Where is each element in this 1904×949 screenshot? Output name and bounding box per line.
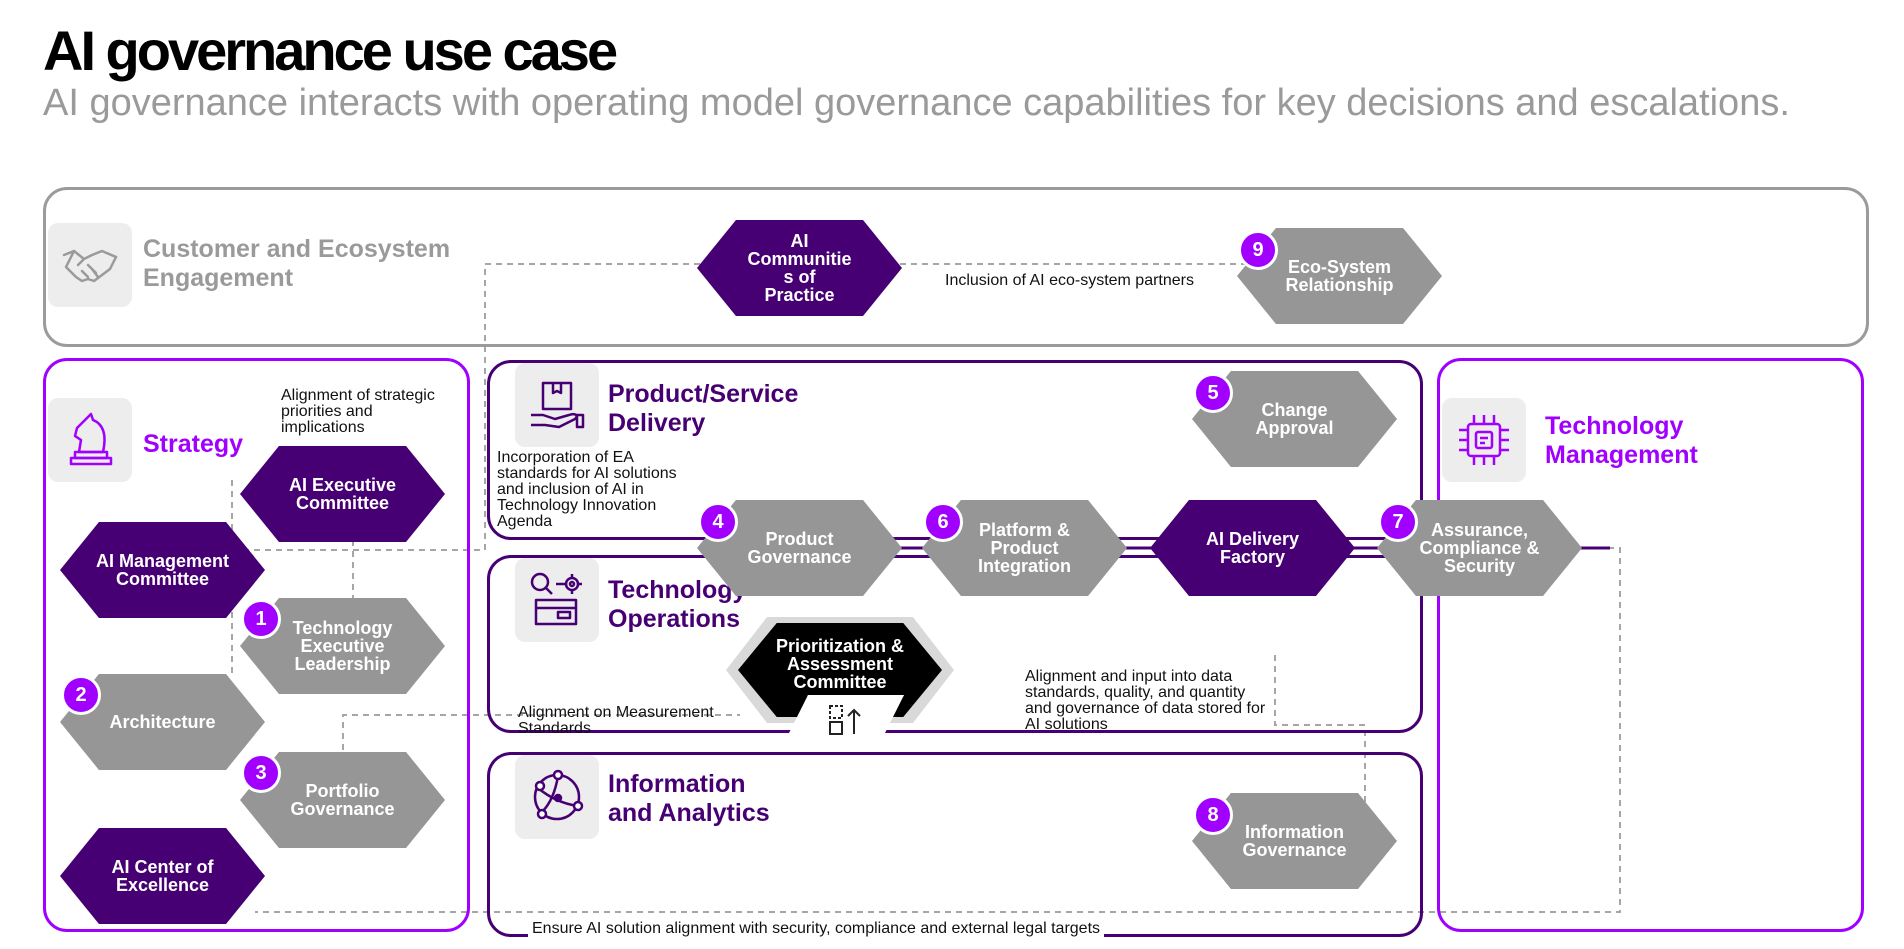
information-analytics-icon-tile bbox=[515, 755, 599, 839]
search-gear-icon bbox=[530, 572, 582, 626]
strategy-label: Strategy bbox=[143, 430, 244, 458]
technology-management-panel bbox=[1437, 358, 1864, 932]
chip-icon bbox=[1459, 415, 1509, 465]
technology-management-icon-tile bbox=[1442, 398, 1526, 482]
customer-engagement-label: Customer and Ecosystem Engagement bbox=[143, 235, 451, 292]
strategy-panel bbox=[43, 358, 470, 932]
badge-9: 9 bbox=[1238, 230, 1278, 270]
product-delivery-label: Product/Service Delivery bbox=[608, 380, 799, 437]
connector-portfolio-to-prioritization bbox=[342, 714, 740, 750]
annotation-eco-partners: Inclusion of AI eco-system partners bbox=[941, 273, 1198, 289]
badge-8: 8 bbox=[1193, 795, 1233, 835]
badge-2: 2 bbox=[61, 675, 101, 715]
network-sphere-icon bbox=[533, 769, 584, 821]
annotation-measurement: Alignment on Measurement Standards bbox=[518, 704, 714, 737]
box-in-hand-icon bbox=[531, 381, 585, 429]
badge-7: 7 bbox=[1378, 502, 1418, 542]
badge-4: 4 bbox=[698, 502, 738, 542]
page-title: AI governance use case bbox=[43, 19, 618, 82]
chess-knight-icon bbox=[69, 412, 113, 466]
technology-operations-label: Technology Operations bbox=[608, 576, 747, 633]
annotation-security-alignment: Ensure AI solution alignment with securi… bbox=[528, 921, 1105, 937]
badge-5: 5 bbox=[1193, 373, 1233, 413]
connector-communities-to-management bbox=[240, 263, 700, 551]
customer-icon-tile bbox=[48, 223, 132, 307]
node-platform-integration[interactable]: Platform & Product Integration bbox=[922, 500, 1127, 596]
node-ai-executive[interactable]: AI Executive Committee bbox=[240, 446, 445, 542]
node-ai-coe[interactable]: AI Center of Excellence bbox=[60, 828, 265, 924]
badge-3: 3 bbox=[241, 753, 281, 793]
node-ai-management[interactable]: AI Management Committee bbox=[60, 522, 265, 618]
node-ai-communities[interactable]: AI Communitie s of Practice bbox=[697, 220, 902, 316]
technology-operations-icon-tile bbox=[515, 558, 599, 642]
handshake-icon bbox=[62, 249, 118, 283]
annotation-ea-standards: Incorporation of EA standards for AI sol… bbox=[497, 450, 702, 530]
node-ai-delivery-factory[interactable]: AI Delivery Factory bbox=[1150, 500, 1355, 596]
product-delivery-icon-tile bbox=[515, 363, 599, 447]
scale-up-icon bbox=[829, 705, 861, 735]
technology-management-label: Technology Management bbox=[1545, 412, 1698, 469]
customer-engagement-panel bbox=[43, 187, 1869, 347]
information-analytics-label: Information and Analytics bbox=[608, 770, 770, 827]
badge-1: 1 bbox=[241, 599, 281, 639]
prioritization-icon-tab bbox=[784, 695, 904, 743]
annotation-strategic-alignment: Alignment of strategic priorities and im… bbox=[281, 387, 435, 436]
node-prioritization[interactable]: Prioritization & Assessment Committee bbox=[738, 623, 942, 717]
annotation-data-alignment: Alignment and input into data standards,… bbox=[1025, 668, 1266, 733]
page-subtitle: AI governance interacts with operating m… bbox=[43, 82, 1790, 124]
badge-6: 6 bbox=[923, 502, 963, 542]
strategy-icon-tile bbox=[48, 398, 132, 482]
